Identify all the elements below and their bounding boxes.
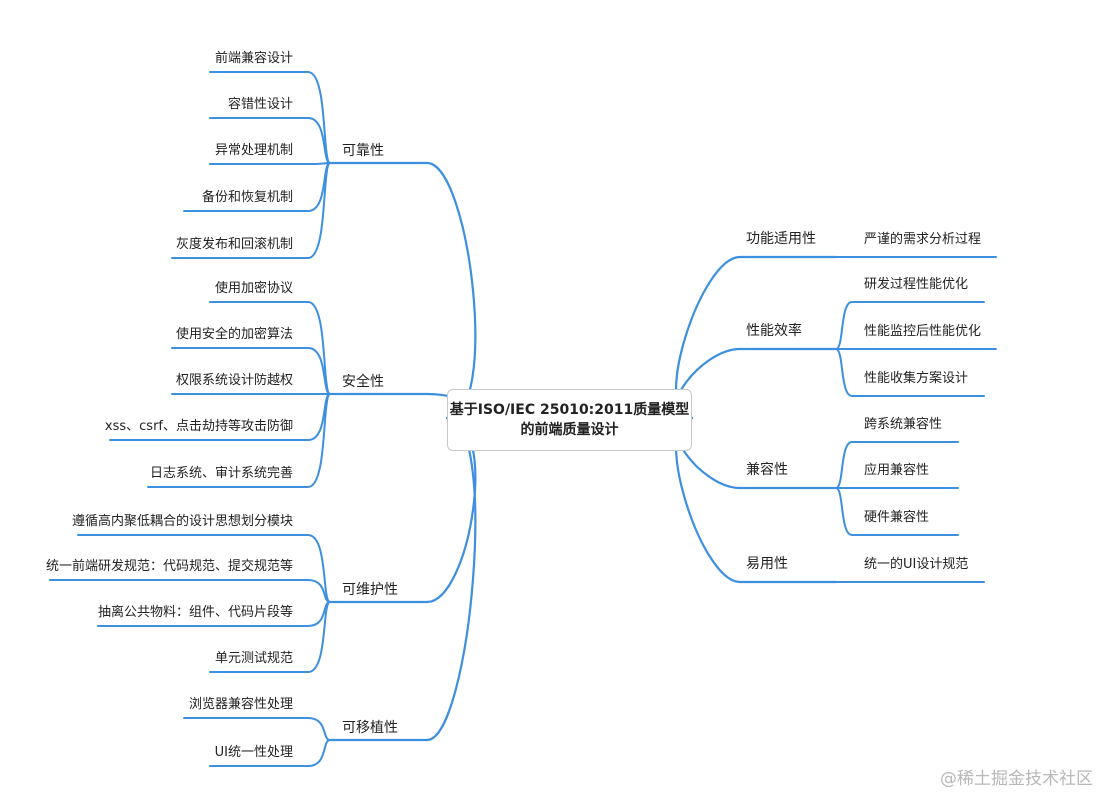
- leaf-label-left-2-0[interactable]: 遵循高内聚低耦合的设计思想划分模块: [71, 514, 293, 529]
- leaf-line-left-2-0: [77, 534, 331, 603]
- leaf-line-right-2-2: [835, 487, 959, 536]
- leaf-line-right-1-0: [835, 301, 985, 350]
- central-topic-line2: 的前端质量设计: [520, 422, 619, 438]
- branch-label-left-0[interactable]: 可靠性: [342, 143, 384, 159]
- branch-label-left-1[interactable]: 安全性: [342, 374, 384, 390]
- leaf-label-right-2-2[interactable]: 硬件兼容性: [864, 510, 930, 525]
- branch-line-left-0: [425, 161, 477, 420]
- leaf-label-left-1-4[interactable]: 日志系统、审计系统完善: [149, 466, 293, 481]
- leaf-label-right-1-0[interactable]: 研发过程性能优化: [864, 277, 969, 292]
- leaf-label-left-1-0[interactable]: 使用加密协议: [214, 281, 293, 296]
- leaf-line-left-2-1: [49, 579, 331, 603]
- branch-label-left-3[interactable]: 可移植性: [342, 720, 398, 736]
- leaf-label-left-2-1[interactable]: 统一前端研发规范：代码规范、提交规范等: [45, 559, 293, 574]
- leaf-line-left-3-1: [209, 739, 331, 767]
- leaf-label-left-3-0[interactable]: 浏览器兼容性处理: [188, 697, 293, 712]
- branch-label-right-1[interactable]: 性能效率: [746, 323, 802, 339]
- branch-label-left-2[interactable]: 可维护性: [342, 582, 398, 598]
- leaf-line-right-2-0: [835, 441, 959, 489]
- leaf-label-left-0-3[interactable]: 备份和恢复机制: [201, 190, 293, 205]
- leaf-label-right-1-2[interactable]: 性能收集方案设计: [864, 371, 969, 386]
- leaf-label-left-1-3[interactable]: xss、csrf、点击劫持等攻击防御: [104, 419, 293, 434]
- leaf-label-right-2-0[interactable]: 跨系统兼容性: [864, 417, 943, 432]
- leaf-line-left-1-1: [171, 347, 331, 395]
- watermark: @稀土掘金技术社区: [940, 769, 1093, 789]
- leaf-label-right-1-1[interactable]: 性能监控后性能优化: [864, 324, 982, 339]
- leaf-line-left-0-2: [209, 162, 331, 165]
- leaf-line-left-0-1: [209, 117, 331, 164]
- central-topic[interactable]: 基于ISO/IEC 25010:2011质量模型 的前端质量设计: [447, 389, 692, 451]
- leaf-line-left-2-3: [209, 601, 331, 673]
- branch-label-right-2[interactable]: 兼容性: [746, 462, 788, 478]
- leaf-label-left-2-3[interactable]: 单元测试规范: [214, 651, 293, 666]
- leaf-label-right-0-0[interactable]: 严谨的需求分析过程: [864, 232, 982, 247]
- leaf-line-left-0-4: [171, 162, 331, 259]
- leaf-line-left-3-0: [183, 717, 331, 741]
- leaf-label-left-1-1[interactable]: 使用安全的加密算法: [175, 327, 293, 342]
- leaf-label-left-3-1[interactable]: UI统一性处理: [214, 745, 293, 760]
- leaf-label-right-2-1[interactable]: 应用兼容性: [864, 463, 930, 478]
- branch-label-right-3[interactable]: 易用性: [746, 556, 788, 572]
- leaf-label-left-1-2[interactable]: 权限系统设计防越权: [175, 373, 293, 388]
- leaf-label-left-2-2[interactable]: 抽离公共物料：组件、代码片段等: [97, 605, 293, 620]
- leaf-label-left-0-4[interactable]: 灰度发布和回滚机制: [175, 237, 293, 252]
- branch-line-left-3: [425, 416, 477, 742]
- leaf-line-left-1-4: [147, 393, 331, 488]
- leaf-label-left-0-0[interactable]: 前端兼容设计: [214, 51, 293, 66]
- central-topic-line1: 基于ISO/IEC 25010:2011质量模型: [449, 402, 690, 418]
- branch-label-right-0[interactable]: 功能适用性: [746, 231, 816, 247]
- leaf-label-left-0-1[interactable]: 容错性设计: [227, 97, 293, 112]
- leaf-line-right-1-2: [835, 348, 985, 397]
- leaf-label-right-3-0[interactable]: 统一的UI设计规范: [864, 557, 969, 572]
- leaf-label-left-0-2[interactable]: 异常处理机制: [214, 143, 293, 158]
